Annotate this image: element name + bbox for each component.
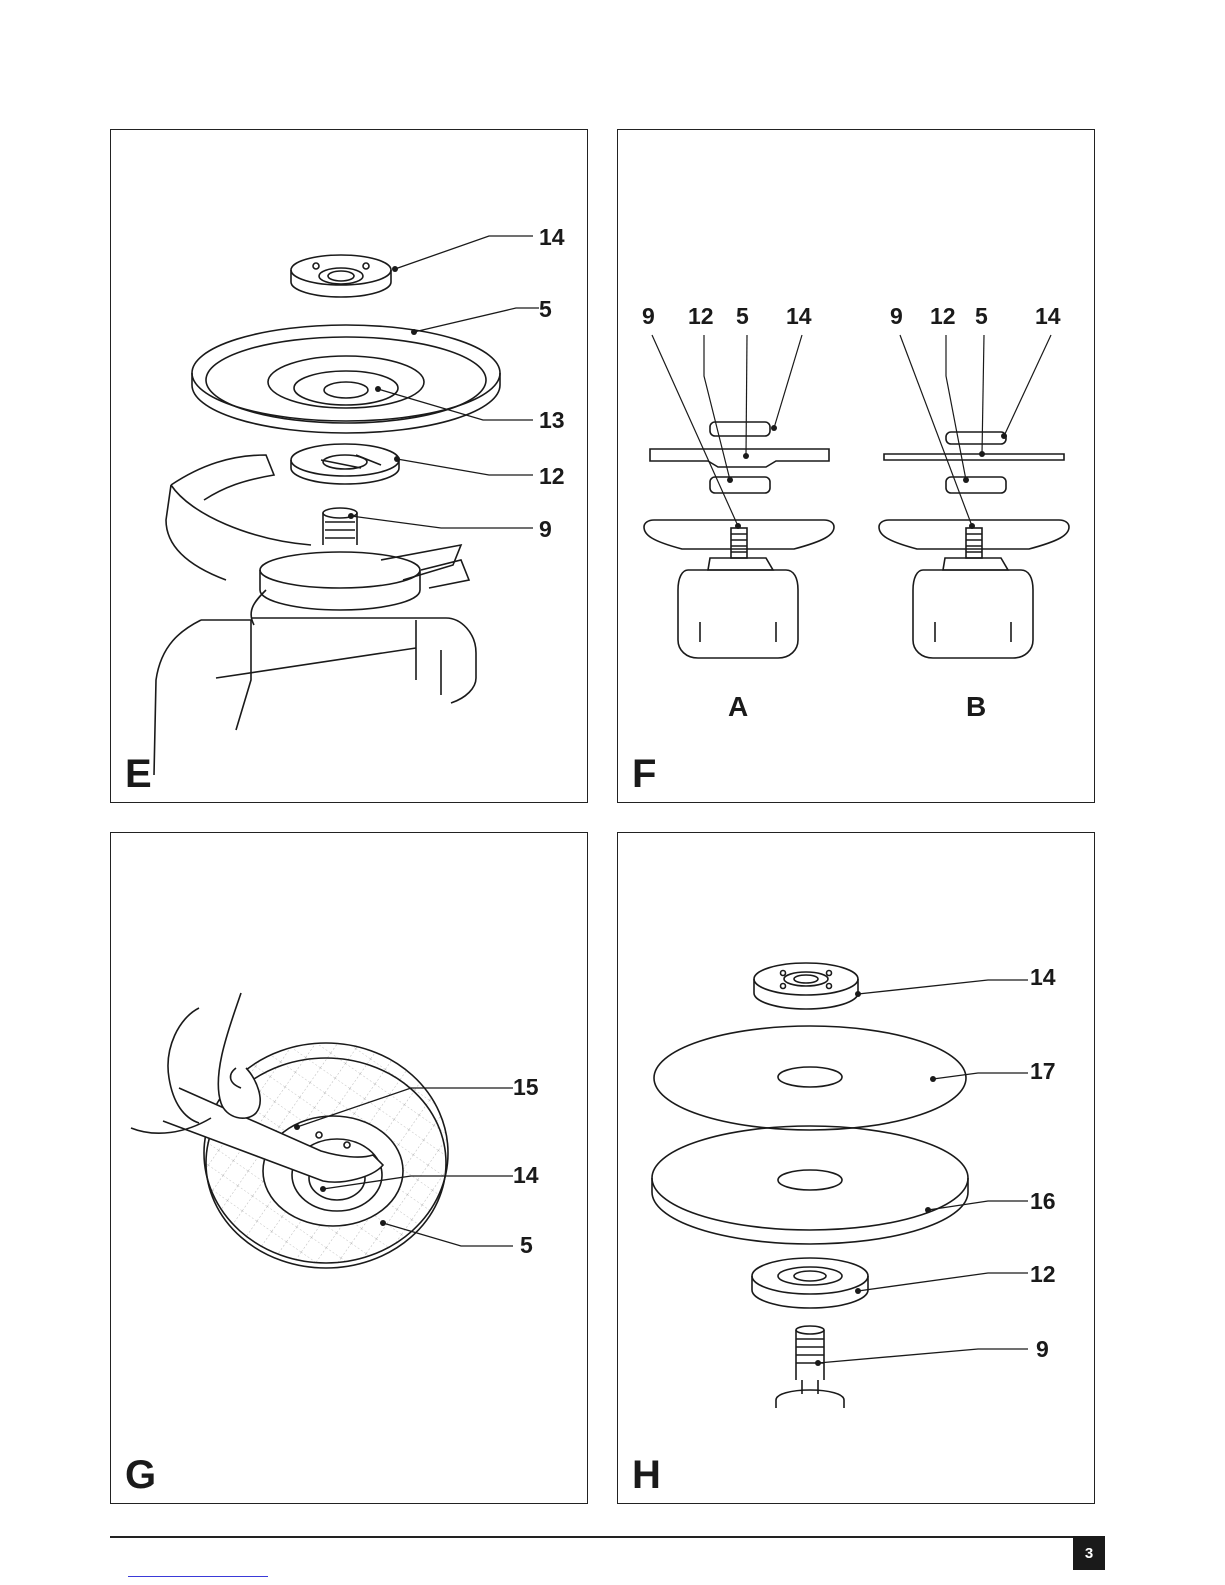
figure-panel-h: 14 17 16 12 9 H [617, 832, 1095, 1504]
callout-a-9: 9 [642, 304, 655, 328]
callout-17: 17 [1030, 1059, 1056, 1083]
callout-a-14: 14 [786, 304, 812, 328]
figure-h-illustration [618, 833, 1096, 1505]
callout-15: 15 [513, 1075, 539, 1099]
callout-16: 16 [1030, 1189, 1056, 1213]
callout-b-12: 12 [930, 304, 956, 328]
link-underline [128, 1576, 268, 1577]
callout-a-12: 12 [688, 304, 714, 328]
callout-5: 5 [539, 297, 552, 321]
callout-12: 12 [539, 464, 565, 488]
callout-14: 14 [539, 225, 565, 249]
panel-letter-g: G [125, 1455, 156, 1495]
figure-e-illustration [111, 130, 589, 804]
figure-f-illustration [618, 130, 1096, 804]
callout-14: 14 [1030, 965, 1056, 989]
callout-14: 14 [513, 1163, 539, 1187]
page-number: 3 [1073, 1536, 1105, 1570]
figure-panel-g: 15 14 5 G [110, 832, 588, 1504]
panel-letter-e: E [125, 754, 152, 794]
callout-13: 13 [539, 408, 565, 432]
callout-12: 12 [1030, 1262, 1056, 1286]
callout-b-9: 9 [890, 304, 903, 328]
callout-b-5: 5 [975, 304, 988, 328]
assembly-label-a: A [728, 693, 748, 721]
callout-b-14: 14 [1035, 304, 1061, 328]
panel-letter-h: H [632, 1455, 661, 1495]
assembly-label-b: B [966, 693, 986, 721]
figure-panel-e: 14 5 13 12 9 E [110, 129, 588, 803]
callout-9: 9 [539, 517, 552, 541]
figure-panel-f: 9 12 5 14 9 12 5 14 A B F [617, 129, 1095, 803]
callout-5: 5 [520, 1233, 533, 1257]
footer-rule [110, 1536, 1105, 1538]
panel-letter-f: F [632, 754, 656, 794]
callout-a-5: 5 [736, 304, 749, 328]
callout-9: 9 [1036, 1337, 1049, 1361]
